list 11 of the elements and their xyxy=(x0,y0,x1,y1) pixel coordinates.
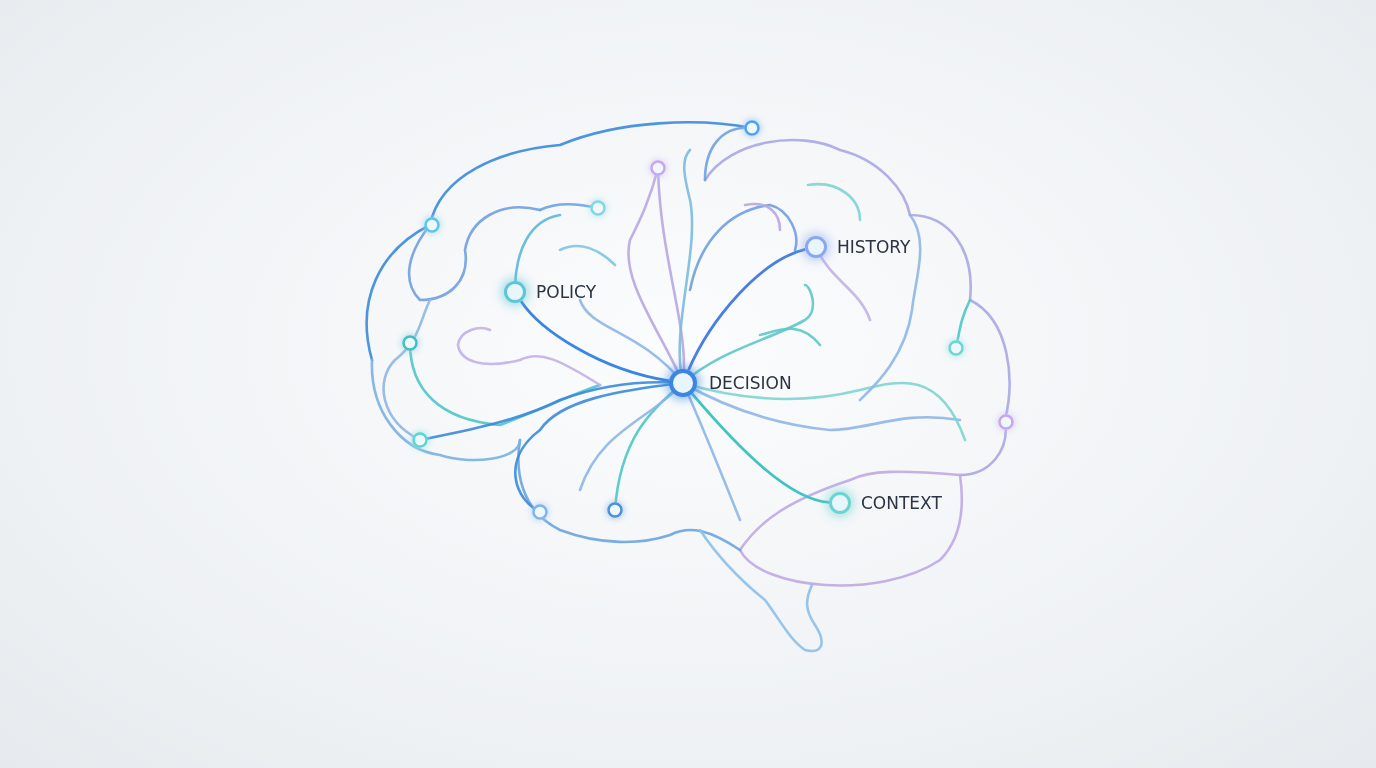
node-label: DECISION xyxy=(709,373,792,393)
connector-line xyxy=(519,300,670,383)
glowing-node-circle xyxy=(669,369,697,397)
glowing-node-circle xyxy=(829,492,851,514)
glowing-node-circle xyxy=(805,236,827,258)
node-label: HISTORY xyxy=(837,237,911,257)
connector-line xyxy=(687,248,806,371)
node-label: CONTEXT xyxy=(861,493,942,513)
node-label: POLICY xyxy=(536,282,597,302)
connector-line xyxy=(691,392,830,504)
glowing-node-circle xyxy=(504,281,526,303)
